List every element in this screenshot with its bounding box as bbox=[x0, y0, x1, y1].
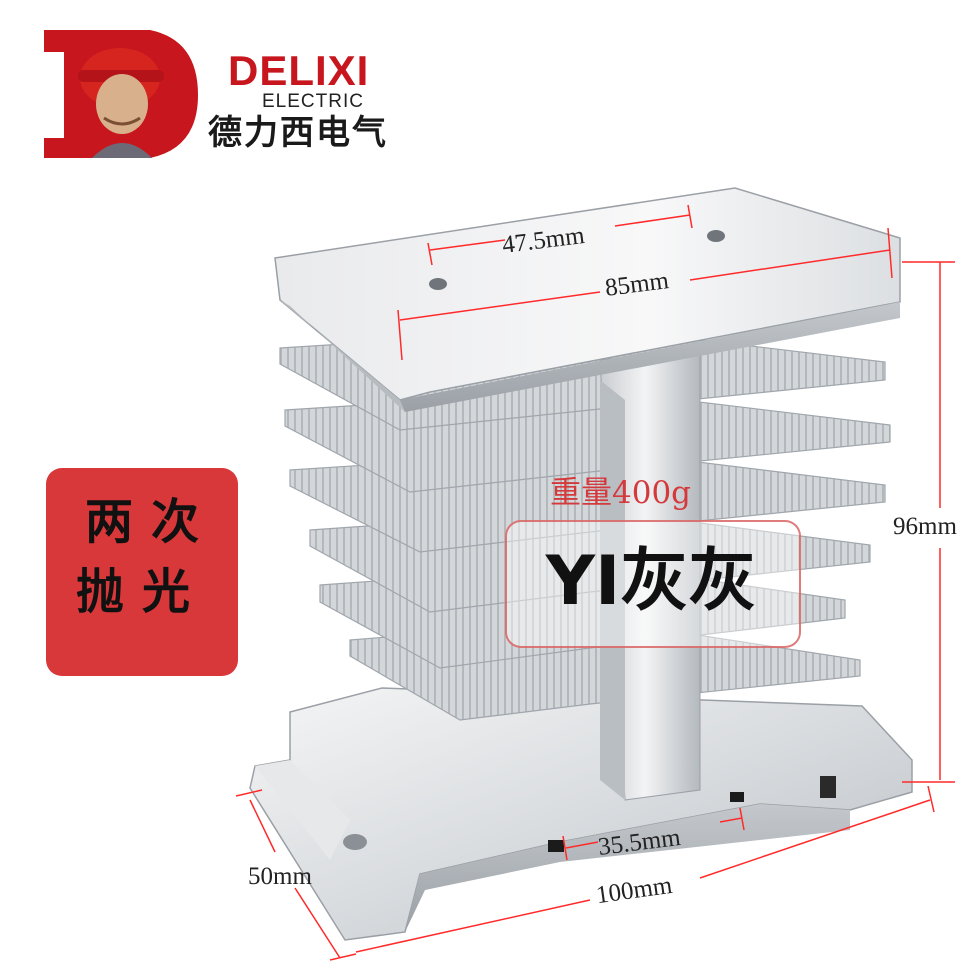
dimension-lines bbox=[235, 204, 955, 961]
model-label-box bbox=[505, 520, 801, 648]
brand-name: DELIXI bbox=[228, 47, 370, 94]
model-label: YI灰灰 bbox=[545, 542, 757, 621]
dimension-depth: 50mm bbox=[248, 863, 312, 890]
heatsink-image bbox=[249, 187, 913, 941]
dimension-height: 96mm bbox=[893, 513, 957, 540]
brand-logo-mark bbox=[44, 30, 198, 158]
weight-label: 重量400g bbox=[550, 475, 692, 511]
finish-badge bbox=[46, 468, 238, 676]
brand-name-cn: 德力西电气 bbox=[208, 113, 388, 153]
finish-badge-text: 两次抛光 bbox=[75, 494, 217, 620]
brand-subtitle: ELECTRIC bbox=[262, 91, 364, 112]
